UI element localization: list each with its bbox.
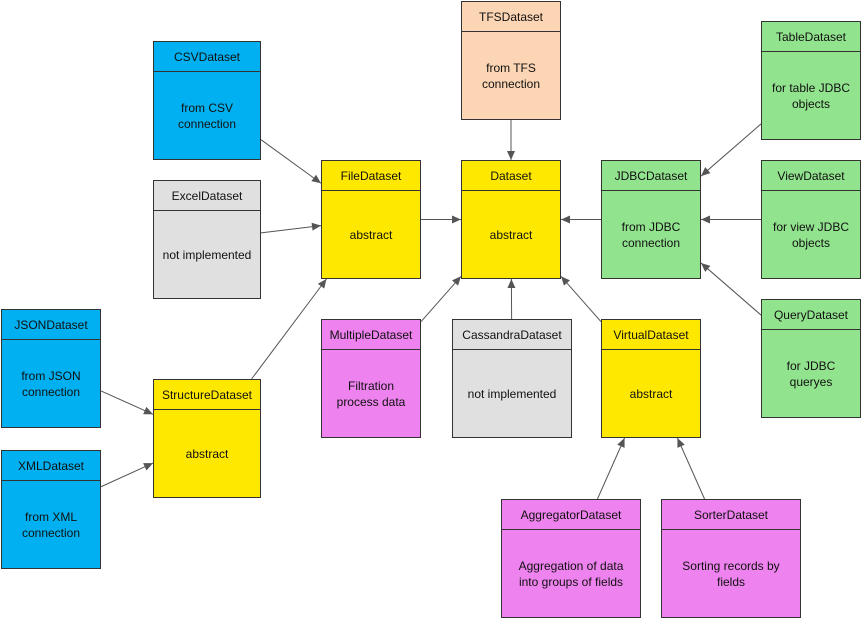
node-filedataset[interactable]: FileDataset abstract bbox=[321, 160, 421, 279]
node-title: QueryDataset bbox=[762, 300, 860, 330]
node-virtualdataset[interactable]: VirtualDataset abstract bbox=[601, 319, 701, 438]
edge-multiple-to-dataset bbox=[420, 275, 462, 323]
arrowhead-virtual-to-dataset bbox=[561, 276, 570, 286]
node-description: abstract bbox=[185, 446, 229, 461]
node-title: Dataset bbox=[462, 161, 560, 191]
node-description: Aggregation of data into groups of field… bbox=[518, 558, 624, 589]
node-description: Sorting records by fields bbox=[682, 558, 780, 589]
node-description: abstract bbox=[489, 227, 533, 242]
arrowhead-aggregator-to-virtual bbox=[617, 438, 625, 448]
edge-json-to-structure bbox=[100, 390, 154, 415]
node-description: abstract bbox=[349, 227, 393, 242]
edge-xml-to-structure bbox=[100, 462, 154, 488]
node-structuredataset[interactable]: StructureDataset abstract bbox=[153, 379, 261, 498]
node-title: ExcelDataset bbox=[154, 181, 260, 211]
node-title: ViewDataset bbox=[762, 161, 860, 191]
arrowhead-file-to-dataset bbox=[452, 215, 461, 224]
edge-table-to-jdbc bbox=[700, 123, 762, 177]
node-tfsdataset[interactable]: TFSDataset from TFS connection bbox=[461, 1, 561, 120]
node-exceldataset[interactable]: ExcelDataset not implemented bbox=[153, 180, 261, 299]
arrowhead-tfs-to-dataset bbox=[507, 151, 515, 160]
node-viewdataset[interactable]: ViewDataset for view JDBC objects bbox=[761, 160, 861, 279]
node-description: from JSON connection bbox=[21, 368, 81, 399]
arrowhead-structure-to-file bbox=[317, 279, 327, 289]
arrowhead-csv-to-file bbox=[311, 174, 321, 184]
node-title: VirtualDataset bbox=[602, 320, 700, 350]
node-sorterdataset[interactable]: SorterDataset Sorting records by fields bbox=[661, 499, 801, 618]
node-description: for table JDBC objects bbox=[771, 80, 851, 111]
node-description: from CSV connection bbox=[177, 100, 237, 131]
node-tabledataset[interactable]: TableDataset for table JDBC objects bbox=[761, 21, 861, 140]
node-xmldataset[interactable]: XMLDataset from XML connection bbox=[1, 450, 101, 569]
arrowhead-cassandra-to-dataset bbox=[507, 279, 516, 289]
arrowhead-sorter-to-virtual bbox=[677, 438, 685, 448]
node-title: TableDataset bbox=[762, 22, 860, 52]
node-description: abstract bbox=[629, 386, 673, 401]
edge-query-to-jdbc bbox=[700, 262, 762, 316]
edge-sorter-to-virtual bbox=[676, 437, 706, 500]
node-title: StructureDataset bbox=[154, 380, 260, 410]
arrowhead-excel-to-file bbox=[311, 222, 321, 231]
node-description: from JDBC connection bbox=[621, 219, 681, 250]
node-title: MultipleDataset bbox=[322, 320, 420, 350]
node-jdbcdataset[interactable]: JDBCDataset from JDBC connection bbox=[601, 160, 701, 279]
node-title: FileDataset bbox=[322, 161, 420, 191]
node-csvdataset[interactable]: CSVDataset from CSV connection bbox=[153, 41, 261, 160]
arrowhead-multiple-to-dataset bbox=[452, 276, 461, 286]
node-dataset[interactable]: Dataset abstract bbox=[461, 160, 561, 279]
arrowhead-view-to-jdbc bbox=[701, 215, 710, 224]
edge-excel-to-file bbox=[260, 225, 322, 234]
node-title: AggregatorDataset bbox=[502, 500, 640, 530]
edge-virtual-to-dataset bbox=[560, 275, 602, 323]
node-jsondataset[interactable]: JSONDataset from JSON connection bbox=[1, 309, 101, 428]
arrowhead-json-to-structure bbox=[143, 406, 153, 415]
node-title: SorterDataset bbox=[662, 500, 800, 530]
node-description: from TFS connection bbox=[481, 60, 541, 91]
edge-structure-to-file bbox=[251, 278, 327, 380]
node-title: JSONDataset bbox=[2, 310, 100, 340]
node-title: JDBCDataset bbox=[602, 161, 700, 191]
node-aggregatordataset[interactable]: AggregatorDataset Aggregation of data in… bbox=[501, 499, 641, 618]
edge-csv-to-file bbox=[260, 139, 322, 184]
node-description: Filtration process data bbox=[336, 378, 406, 409]
node-description: for JDBC queryes bbox=[786, 358, 836, 389]
arrowhead-table-to-jdbc bbox=[701, 167, 711, 177]
node-title: XMLDataset bbox=[2, 451, 100, 481]
node-description: from XML connection bbox=[21, 509, 81, 540]
arrowhead-query-to-jdbc bbox=[701, 262, 711, 272]
arrowhead-xml-to-structure bbox=[143, 463, 153, 471]
node-description: for view JDBC objects bbox=[772, 219, 849, 250]
arrowhead-jdbc-to-dataset bbox=[561, 215, 570, 224]
node-multipledataset[interactable]: MultipleDataset Filtration process data bbox=[321, 319, 421, 438]
edge-aggregator-to-virtual bbox=[596, 437, 626, 500]
node-title: CassandraDataset bbox=[453, 320, 571, 350]
node-title: CSVDataset bbox=[154, 42, 260, 72]
node-description: not implemented bbox=[162, 247, 252, 262]
node-description: not implemented bbox=[467, 386, 557, 401]
node-querydataset[interactable]: QueryDataset for JDBC queryes bbox=[761, 299, 861, 418]
node-cassandradataset[interactable]: CassandraDataset not implemented bbox=[452, 319, 572, 438]
node-title: TFSDataset bbox=[462, 2, 560, 32]
